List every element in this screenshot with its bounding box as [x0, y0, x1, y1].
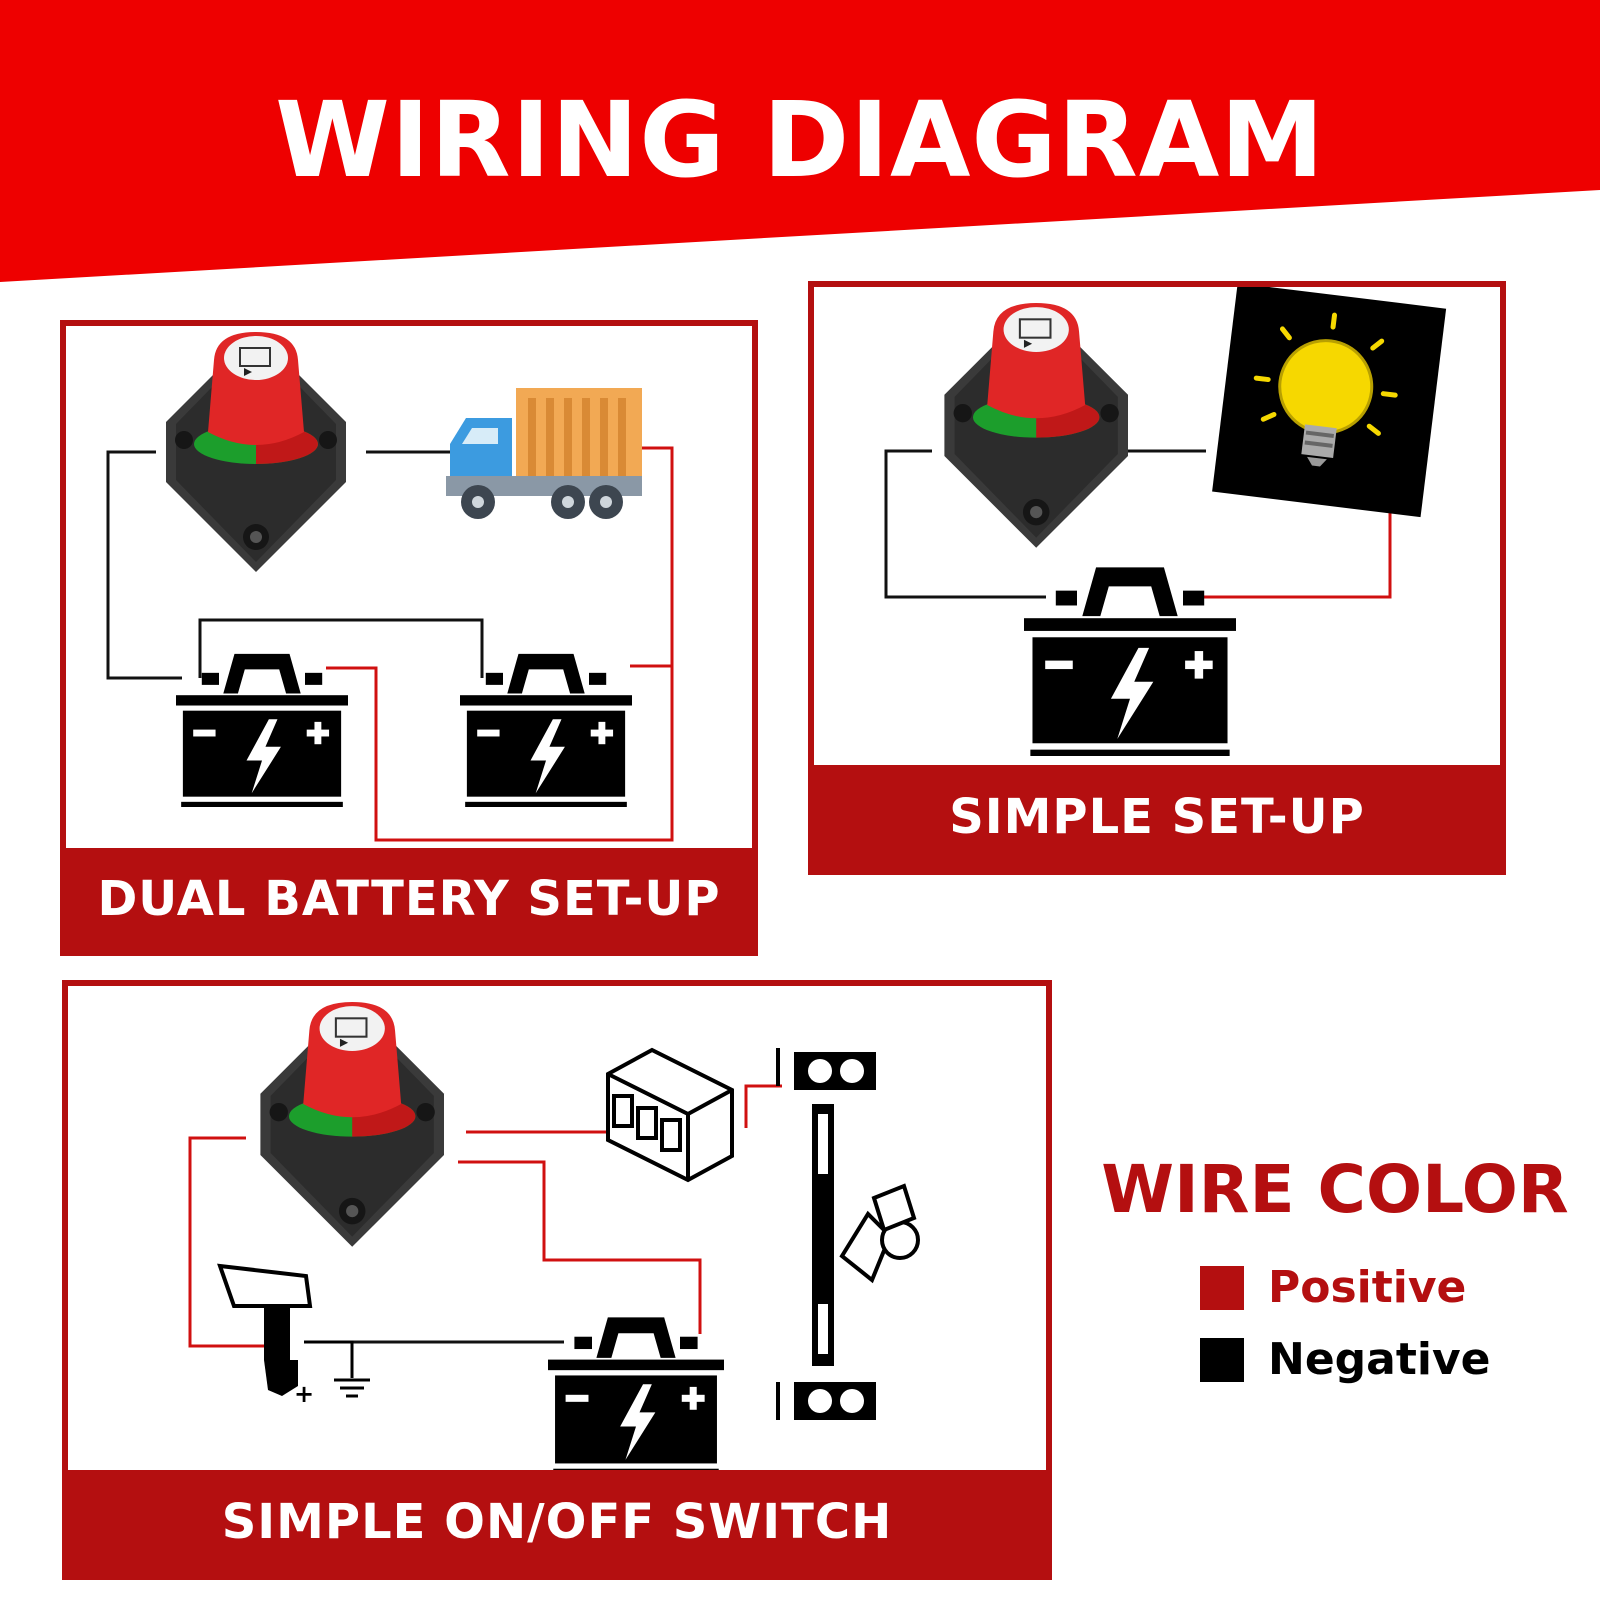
- battery-icon: [1024, 567, 1236, 756]
- simple-setup-diagram: [884, 287, 1447, 756]
- negative-swatch: [1200, 1338, 1244, 1382]
- title-banner: [0, 0, 1600, 282]
- page-title: WIRING DIAGRAM: [275, 79, 1325, 201]
- bus-bar-top-icon: [776, 1048, 876, 1090]
- legend-label-negative: Negative: [1268, 1334, 1491, 1385]
- light-bulb-icon: [1212, 287, 1447, 518]
- truck-icon: [446, 388, 642, 519]
- dual-battery-panel: DUAL BATTERY SET-UP: [60, 320, 758, 956]
- battery-1-icon: [176, 653, 348, 807]
- battery-switch: [259, 1000, 446, 1248]
- svg-text:+: +: [294, 1380, 314, 1408]
- simple-onoff-caption: SIMPLE ON/OFF SWITCH: [68, 1470, 1046, 1574]
- spotlight-icon: [839, 1183, 920, 1284]
- simple-onoff-panel: + SIMPLE ON/OFF SWITCH: [62, 980, 1052, 1580]
- battery-switch: [165, 331, 347, 573]
- bus-bar-bottom-icon: [776, 1382, 876, 1420]
- battery-switch: [943, 301, 1130, 549]
- legend-label-positive: Positive: [1268, 1262, 1467, 1313]
- legend-title: WIRE COLOR: [1101, 1151, 1569, 1228]
- simple-onoff-diagram: +: [188, 1000, 920, 1474]
- simple-setup-caption: SIMPLE SET-UP: [814, 765, 1500, 869]
- dual-battery-diagram: [106, 331, 674, 842]
- terminal-strip-icon: [812, 1104, 834, 1366]
- battery-2-icon: [460, 653, 632, 807]
- circuit-breaker-icon: [606, 1047, 734, 1183]
- battery-icon: [548, 1317, 724, 1474]
- positive-swatch: [1200, 1266, 1244, 1310]
- dual-battery-caption: DUAL BATTERY SET-UP: [66, 848, 752, 950]
- outboard-motor-icon: +: [217, 1263, 370, 1408]
- simple-setup-panel: SIMPLE SET-UP: [808, 281, 1506, 875]
